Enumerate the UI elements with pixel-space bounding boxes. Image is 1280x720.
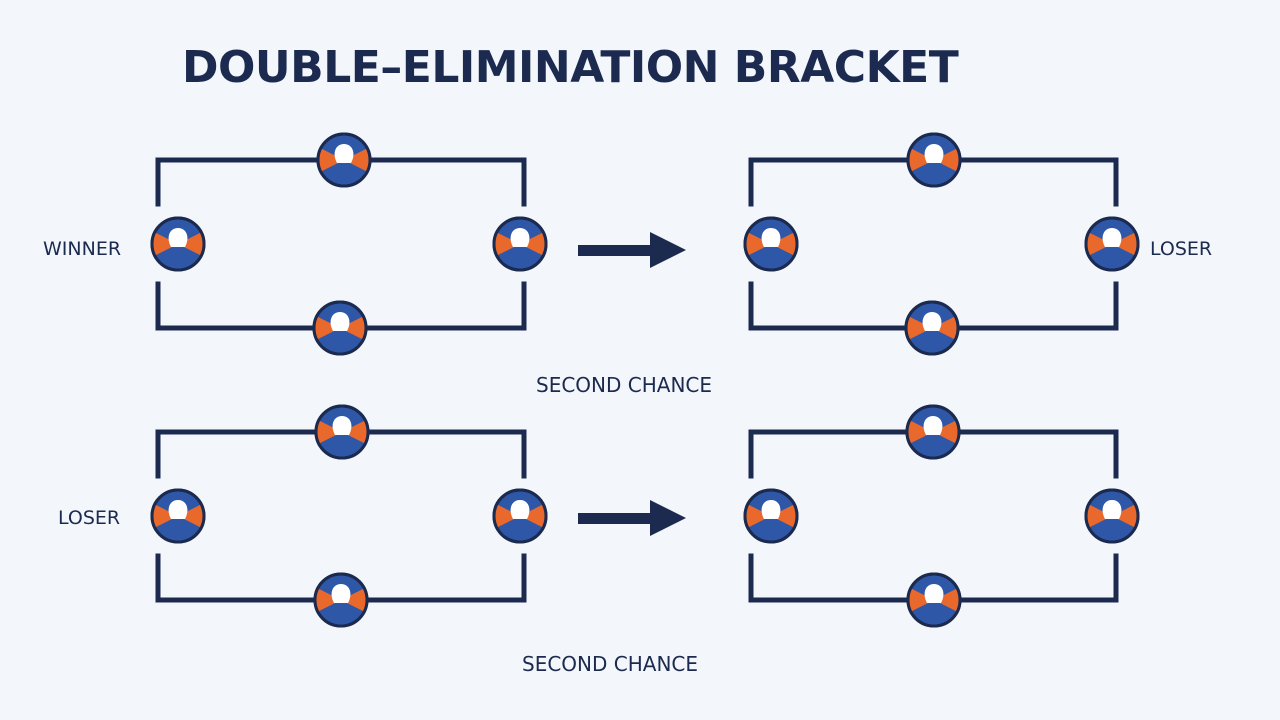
player-avatar-icon bbox=[906, 572, 962, 628]
bracket-top-right bbox=[743, 132, 1140, 356]
label-loser-top-right: LOSER bbox=[1150, 238, 1212, 260]
brackets-layer bbox=[150, 132, 1140, 628]
player-avatar-icon bbox=[906, 132, 962, 188]
arrow-right-icon bbox=[578, 232, 686, 268]
player-avatar-icon bbox=[313, 572, 369, 628]
bracket-top-left bbox=[150, 132, 548, 356]
player-avatar-icon bbox=[150, 488, 206, 544]
player-avatar-icon bbox=[492, 216, 548, 272]
player-avatar-icon bbox=[314, 404, 370, 460]
arrow-right-icon bbox=[578, 500, 686, 536]
arrows-layer bbox=[578, 232, 686, 536]
player-avatar-icon bbox=[1084, 488, 1140, 544]
player-avatar-icon bbox=[492, 488, 548, 544]
label-loser-bottom-left: LOSER bbox=[58, 507, 120, 529]
player-avatar-icon bbox=[743, 488, 799, 544]
player-avatar-icon bbox=[150, 216, 206, 272]
bracket-bottom-left bbox=[150, 404, 548, 628]
label-winner: WINNER bbox=[43, 238, 121, 260]
player-avatar-icon bbox=[905, 404, 961, 460]
bracket-bottom-right bbox=[743, 404, 1140, 628]
player-avatar-icon bbox=[312, 300, 368, 356]
player-avatar-icon bbox=[1084, 216, 1140, 272]
page-title: DOUBLE–ELIMINATION BRACKET bbox=[182, 42, 959, 93]
player-avatar-icon bbox=[904, 300, 960, 356]
caption-second-chance-upper: SECOND CHANCE bbox=[536, 373, 712, 397]
player-avatar-icon bbox=[316, 132, 372, 188]
player-avatar-icon bbox=[743, 216, 799, 272]
caption-second-chance-lower: SECOND CHANCE bbox=[522, 652, 698, 676]
